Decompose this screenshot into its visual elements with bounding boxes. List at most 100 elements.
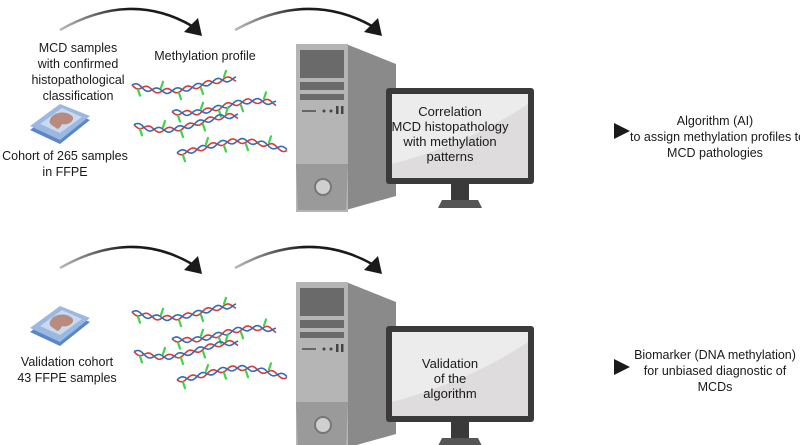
methyl-mark: [222, 69, 228, 78]
methyl-mark: [136, 315, 142, 324]
screen-text-validation: Validation of the algorithm: [421, 356, 479, 401]
tower-side: [346, 282, 396, 445]
ffpe-slide-icon-2: [30, 306, 90, 346]
curved-arrow-to-computer-2: [234, 245, 382, 274]
methyl-mark: [204, 136, 210, 146]
methyl-mark: [239, 331, 245, 340]
curved-arrow-to-computer-1: [234, 7, 382, 36]
screen-glare: [392, 342, 528, 416]
methyl-mark: [159, 307, 165, 316]
arc-line: [59, 7, 193, 32]
dna-strand: [171, 98, 277, 116]
methyl-mark: [177, 318, 183, 328]
led: [329, 109, 333, 113]
dna-strand: [171, 324, 277, 344]
monitor-neck: [451, 184, 469, 200]
tower-button: [341, 106, 344, 114]
tower-button: [336, 106, 339, 114]
tower-side: [346, 44, 396, 210]
output-arrow-2: [540, 359, 630, 375]
dna-strand: [176, 138, 288, 156]
methyl-mark: [179, 356, 185, 366]
dna-helix: [176, 362, 288, 390]
methyl-mark: [224, 106, 230, 115]
power-button-icon: [314, 416, 332, 434]
dna-strand: [133, 112, 239, 134]
led: [329, 347, 333, 351]
drive-bay: [300, 50, 344, 78]
tower-button: [341, 344, 344, 352]
methyl-mark: [267, 362, 273, 371]
dna-strand: [131, 76, 237, 94]
methyl-mark: [222, 296, 228, 305]
methyl-mark: [136, 88, 142, 97]
ffpe-slide-icon-1: [30, 104, 90, 144]
led: [322, 109, 326, 113]
screen-text-training: Correlation MCD histopathology with meth…: [391, 104, 509, 164]
methyl-mark: [176, 114, 182, 123]
methyl-mark: [239, 104, 245, 113]
tissue-icon: [49, 112, 74, 129]
methyl-mark: [222, 371, 228, 380]
methyl-mark: [199, 86, 205, 96]
tissue-icon: [49, 314, 74, 331]
dna-helix: [131, 69, 237, 101]
dna-strand: [171, 325, 277, 343]
dna-helix: [131, 296, 237, 328]
led: [322, 347, 326, 351]
methyl-mark: [204, 363, 210, 373]
output-text-training: Algorithm (AI) to assign methylation pro…: [630, 114, 800, 160]
computer-icon-2: [296, 282, 534, 445]
methyl-mark: [161, 119, 167, 129]
methyl-mark: [199, 313, 205, 323]
methyl-mark: [262, 318, 268, 327]
dna-strand: [176, 137, 288, 154]
methyl-mark: [179, 129, 185, 139]
dna-strand: [133, 340, 239, 360]
dna-helix: [133, 333, 239, 366]
methyl-mark: [176, 341, 182, 350]
drive-bay: [300, 320, 344, 328]
cohort-caption-training: Cohort of 265 samples in FFPE: [2, 149, 128, 179]
curved-arrow-to-methylation-1: [59, 7, 202, 36]
dna-strand: [176, 364, 288, 381]
monitor-neck: [451, 422, 469, 438]
methyl-mark: [267, 135, 273, 144]
arc-line: [234, 245, 373, 270]
output-arrow-1: [540, 123, 630, 139]
arrowhead-icon: [364, 256, 382, 274]
methyl-mark: [262, 91, 268, 100]
monitor-stand: [438, 200, 482, 208]
dna-strand: [131, 303, 237, 321]
drive-bay: [300, 332, 344, 338]
screen-glare: [392, 104, 528, 178]
methyl-mark: [201, 123, 207, 132]
curved-arrow-to-methylation-2: [59, 245, 202, 274]
methyl-mark: [224, 333, 230, 342]
arc-line: [59, 245, 193, 270]
methyl-mark: [161, 346, 167, 356]
methyl-mark: [201, 350, 207, 359]
arrowhead-icon: [614, 359, 630, 375]
power-button-icon: [314, 178, 332, 196]
dna-strand: [131, 76, 237, 95]
dna-strand: [133, 339, 239, 361]
dna-strand: [171, 97, 277, 117]
arrowhead-icon: [364, 18, 382, 36]
dna-strand: [131, 303, 237, 322]
arc-line: [234, 7, 373, 32]
methyl-mark: [199, 328, 205, 337]
methyl-mark: [181, 154, 187, 163]
methyl-mark: [244, 143, 250, 152]
methylation-profile-label: Methylation profile: [154, 49, 256, 63]
cohort-caption-validation: Validation cohort 43 FFPE samples: [17, 355, 117, 385]
drive-bay: [300, 82, 344, 90]
dna-strand: [176, 365, 288, 383]
computer-icon-1: [296, 44, 534, 212]
methyl-mark: [199, 101, 205, 110]
methyl-mark: [138, 128, 144, 137]
arrowhead-icon: [184, 18, 202, 36]
output-text-validation: Biomarker (DNA methylation) for unbiased…: [634, 348, 796, 394]
methyl-mark: [138, 355, 144, 364]
